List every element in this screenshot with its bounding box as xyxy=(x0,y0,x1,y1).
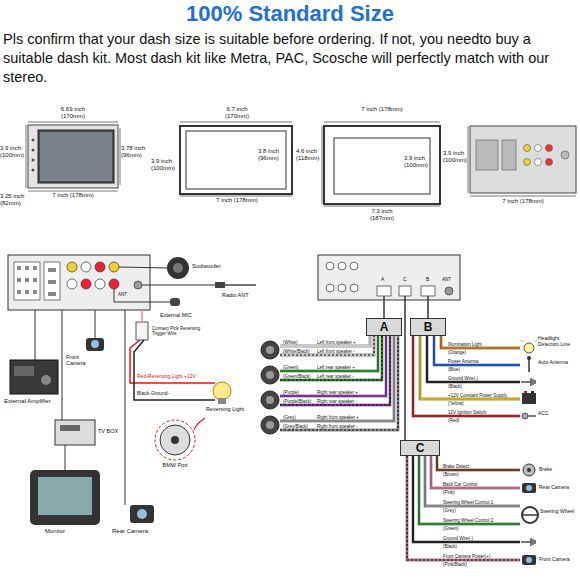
wire-function: Right front speaker - xyxy=(317,424,358,429)
wire-color: (Red) xyxy=(448,418,459,423)
connector-letter: A xyxy=(380,320,389,334)
wire-color: (Pink/Black) xyxy=(443,562,467,567)
wire-function: Left front speaker - xyxy=(317,349,355,354)
part-label: Rear Camera xyxy=(112,528,148,535)
wire-color: (Black) xyxy=(443,544,457,549)
wire-function: Illumination Light xyxy=(448,342,482,347)
notice-text: Pls confirm that your dash size is suita… xyxy=(3,30,577,87)
part-label: ACC xyxy=(538,411,549,417)
wire-color: (Yellow) xyxy=(448,401,464,406)
wire-color: (Brown) xyxy=(443,472,459,477)
dimension: 3.9 inch (100mm) xyxy=(0,145,25,159)
dimension: 7 inch (178mm) xyxy=(360,106,404,113)
page-title: 100% Standard Size xyxy=(0,1,580,26)
part-label: External Amplifier xyxy=(4,398,58,405)
wire-function: 12V Ignition Switch xyxy=(448,410,486,415)
dimension: 3.25 inch (82mm) xyxy=(0,193,25,207)
part-label: Brake xyxy=(539,467,552,473)
wire-function: Back Car Control xyxy=(443,482,477,487)
connector-box: A xyxy=(366,318,402,336)
jack-label: ANT xyxy=(442,277,451,282)
connector-letter: A xyxy=(381,277,384,283)
wire-function: Ground Wire(-) xyxy=(443,536,473,541)
wire-function: Right rear speaker - xyxy=(317,399,357,404)
wire-color: (Pink) xyxy=(443,490,455,495)
part-label: Front Camera xyxy=(66,354,94,367)
wire-color: (Grey) xyxy=(443,508,456,513)
wire-label: Red-Reversing Light +12V xyxy=(137,374,196,380)
wire-color: (Green) xyxy=(283,365,299,370)
dimension: 6.69 inch (170mm) xyxy=(51,106,95,120)
wire-color: (Green) xyxy=(443,526,459,531)
part-label: Radio ANT xyxy=(222,292,262,298)
dimension: 7 inch (178mm) xyxy=(51,192,95,199)
wire-function: Brake Detect xyxy=(443,464,469,469)
wire-color: (Orange) xyxy=(448,350,466,355)
part-label: Headlight Detection Line xyxy=(538,336,578,348)
part-label: Rear Camera xyxy=(539,485,569,491)
part-label: Steering Wheel xyxy=(540,509,578,515)
wire-color: (Purple/Black) xyxy=(283,399,311,404)
note: Connect Pink Reversing Trigger Wire xyxy=(152,326,214,336)
wire-function: Left rear speaker - xyxy=(317,374,354,379)
wire-function: Ground Wire(-) xyxy=(448,376,478,381)
wire-function: Right rear speaker + xyxy=(317,390,358,395)
dimension: 3.8 inch (96mm) xyxy=(258,148,284,162)
wire-function: Front Camera Power(+) xyxy=(443,554,490,559)
connector-letter: B xyxy=(424,320,433,334)
dimension: 6.7 inch (170mm) xyxy=(215,106,259,120)
part-label: Reversing Light xyxy=(203,406,247,412)
wire-color: (Grey/Black) xyxy=(283,424,308,429)
part-label: BMW Port xyxy=(155,462,195,468)
part-label: External MIC xyxy=(160,312,194,318)
dimension: 7 inch (178mm) xyxy=(215,197,259,204)
part-label: TV BOX xyxy=(98,428,118,434)
connector-box: B xyxy=(410,318,446,336)
dimension: 3.9 inch (100mm) xyxy=(443,150,468,164)
connector-letter: C xyxy=(416,441,425,455)
connector-box: C xyxy=(400,440,440,456)
wire-color: (White) xyxy=(283,340,298,345)
wire-color: (Grey) xyxy=(283,415,296,420)
wire-color: (Purple) xyxy=(283,390,299,395)
wire-color: (Black) xyxy=(448,384,462,389)
wire-label: Black-Ground- xyxy=(137,391,169,397)
part-label: Sudwoofer xyxy=(192,263,242,270)
wire-function: +12V Constant Power Supply xyxy=(448,393,507,398)
dimension: 3.9 inch (100mm) xyxy=(151,158,179,172)
wire-function: Steering Wheel Control 1 xyxy=(443,500,493,505)
wire-function: Right front speaker + xyxy=(317,415,359,420)
part-label: Monitor xyxy=(45,528,65,535)
part-label: Front Camera xyxy=(539,557,570,563)
dimension: 4.6 inch (118mm) xyxy=(296,148,322,162)
connector-letter: B xyxy=(426,277,429,283)
jack-label: ANT xyxy=(118,292,132,297)
wire-color: (White/Black) xyxy=(283,349,310,354)
dimension: 3.78 inch (96mm) xyxy=(121,145,148,159)
wire-color: (Green/Black) xyxy=(283,374,311,379)
dimension: 7 inch (178mm) xyxy=(501,198,545,205)
wire-function: Left rear speaker + xyxy=(317,365,355,370)
wire-function: Steering Wheel Control 2 xyxy=(443,518,493,523)
part-label: Auto Antenna xyxy=(538,360,568,366)
wire-color: (Blue) xyxy=(448,367,460,372)
connector-letter: C xyxy=(403,277,407,283)
wire-function: Left front speaker + xyxy=(317,340,356,345)
dimension: 3.9 inch (100mm) xyxy=(404,155,429,169)
wire-function: Power Antenna xyxy=(448,359,479,364)
dimension: 7.3 inch (187mm) xyxy=(360,208,404,222)
